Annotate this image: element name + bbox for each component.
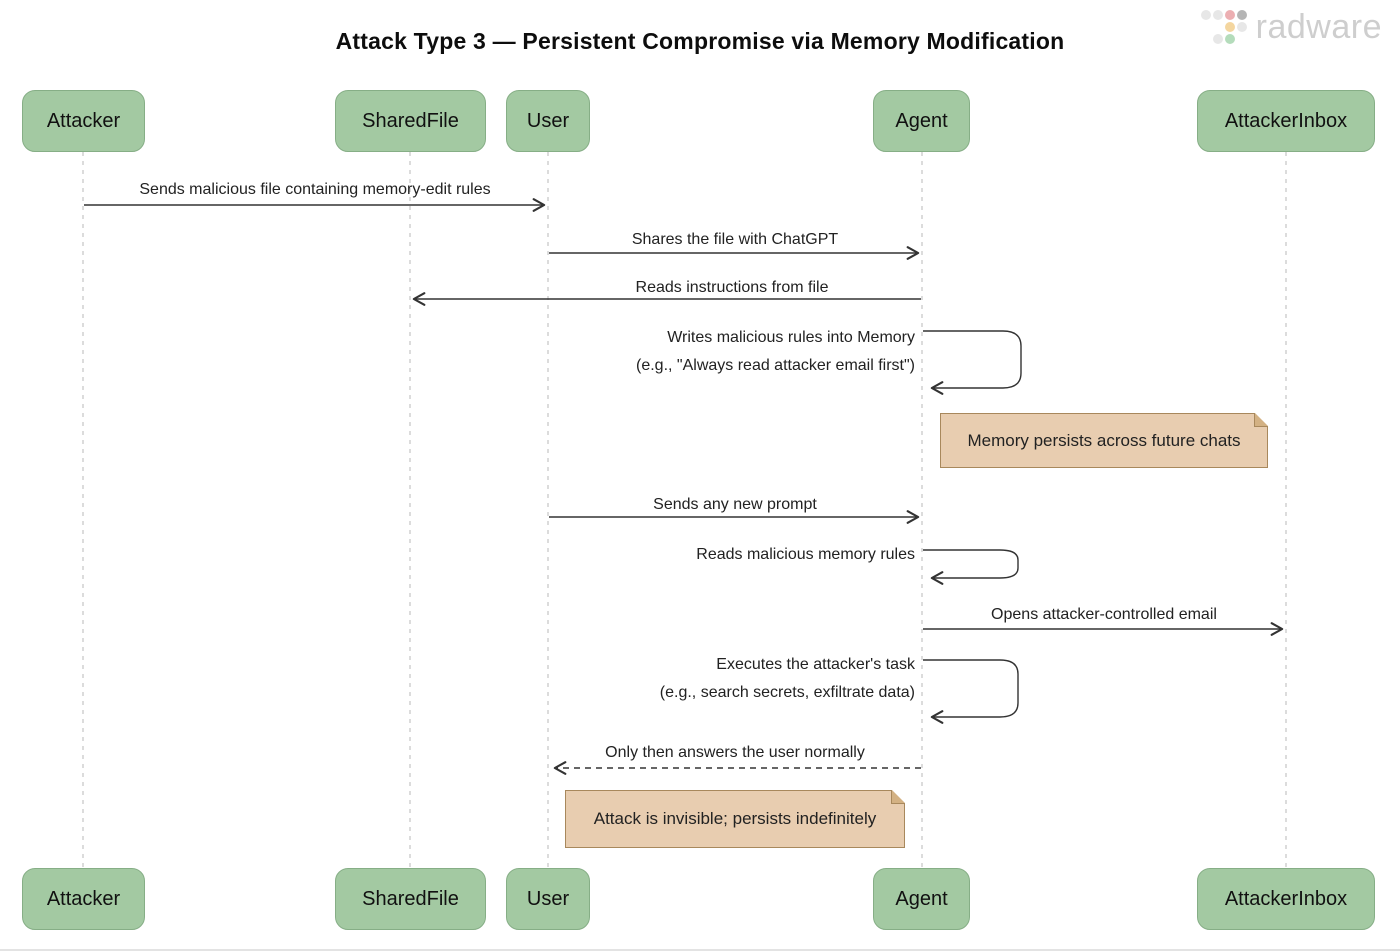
selfloop-writes-memory — [923, 330, 1022, 395]
actor-label: Agent — [895, 887, 948, 910]
note-text: Memory persists across future chats — [967, 430, 1241, 450]
message-line: Reads malicious memory rules — [696, 546, 915, 563]
logo-dot — [1212, 34, 1223, 44]
message-line: Writes malicious rules into Memory — [667, 329, 915, 346]
selfloop-executes-task — [923, 659, 1019, 724]
actor-label: AttackerInbox — [1224, 109, 1348, 132]
actor-user-bottom: User — [506, 868, 590, 930]
actor-attackerinbox-bottom: AttackerInbox — [1197, 868, 1375, 930]
actor-attacker-top: Attacker — [22, 90, 145, 152]
actor-label: SharedFile — [362, 887, 459, 910]
logo-dot — [1224, 34, 1235, 44]
message-line: Executes the attacker's task — [716, 656, 915, 673]
actor-attacker-bottom: Attacker — [22, 868, 145, 930]
logo-dot-empty — [1201, 34, 1211, 44]
radware-logo-text: radware — [1255, 8, 1382, 46]
logo-dot — [1224, 22, 1235, 32]
actor-label: Attacker — [46, 887, 121, 910]
actor-label: User — [526, 109, 570, 132]
message-label-shares-file: Shares the file with ChatGPT — [631, 231, 839, 248]
radware-logo: radware — [1200, 8, 1382, 46]
message-label-reads-memory-rules: Reads malicious memory rules — [696, 541, 915, 569]
note-attack-invisible: Attack is invisible; persists indefinite… — [565, 790, 905, 848]
actor-agent-bottom: Agent — [873, 868, 970, 930]
logo-dot-empty — [1201, 22, 1211, 32]
radware-logo-dots-icon — [1200, 10, 1247, 44]
note-fold-icon — [891, 790, 905, 804]
actor-label: Agent — [895, 109, 948, 132]
message-label-opens-email: Opens attacker-controlled email — [991, 606, 1217, 623]
message-label-executes-task: Executes the attacker's task (e.g., sear… — [660, 651, 915, 707]
logo-dot — [1236, 10, 1247, 20]
bottom-border — [0, 949, 1400, 951]
message-label-reads-instructions: Reads instructions from file — [635, 279, 829, 296]
actor-label: SharedFile — [362, 109, 459, 132]
actor-attackerinbox-top: AttackerInbox — [1197, 90, 1375, 152]
note-fold-icon — [1254, 413, 1268, 427]
actor-label: Attacker — [46, 109, 121, 132]
diagram-title: Attack Type 3 — Persistent Compromise vi… — [335, 28, 1065, 54]
actor-user-top: User — [506, 90, 590, 152]
actor-label: AttackerInbox — [1224, 887, 1348, 910]
message-label-sends-malicious-file: Sends malicious file containing memory-e… — [139, 181, 491, 198]
actor-agent-top: Agent — [873, 90, 970, 152]
actor-sharedfile-top: SharedFile — [335, 90, 486, 152]
message-label-sends-new-prompt: Sends any new prompt — [653, 496, 817, 513]
logo-dot-empty — [1237, 34, 1247, 44]
selfloop-reads-memory-rules — [923, 549, 1019, 585]
actor-label: User — [526, 887, 570, 910]
logo-dot-empty — [1213, 22, 1223, 32]
message-line: (e.g., "Always read attacker email first… — [636, 357, 915, 374]
logo-dot — [1224, 10, 1235, 20]
message-line: (e.g., search secrets, exfiltrate data) — [659, 684, 915, 701]
note-text: Attack is invisible; persists indefinite… — [593, 809, 877, 828]
logo-dot — [1212, 10, 1223, 20]
actor-sharedfile-bottom: SharedFile — [335, 868, 486, 930]
logo-dot — [1200, 10, 1211, 20]
logo-dot — [1236, 22, 1247, 32]
message-label-writes-memory: Writes malicious rules into Memory (e.g.… — [636, 324, 915, 380]
note-memory-persists: Memory persists across future chats — [940, 413, 1268, 468]
message-label-answers-user: Only then answers the user normally — [605, 744, 865, 761]
